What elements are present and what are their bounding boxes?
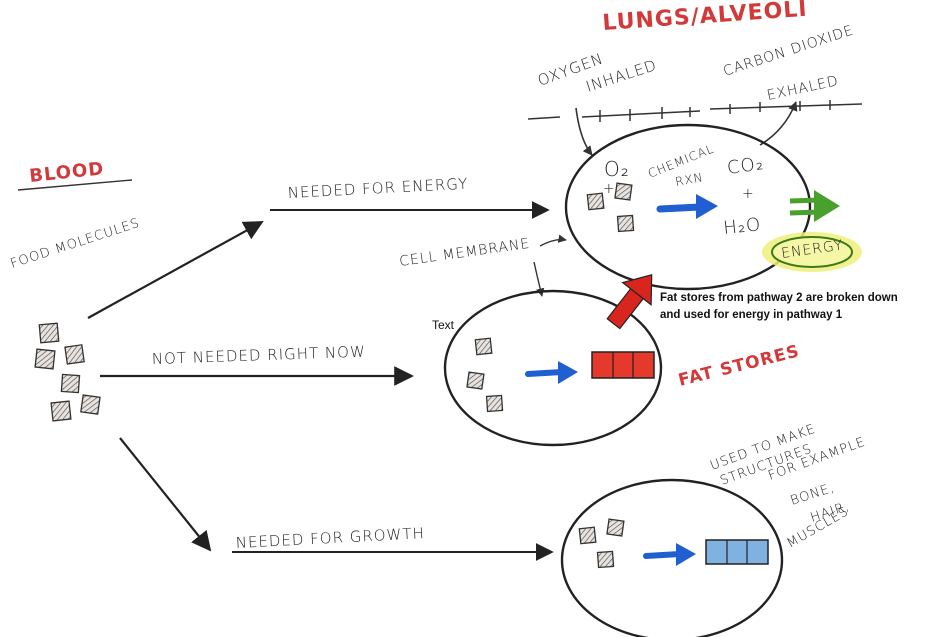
storage-cell — [443, 289, 663, 447]
food-molecule — [578, 526, 597, 545]
blood-underline — [17, 179, 133, 191]
growth-cell — [560, 478, 784, 637]
cell-membrane-label: CELL MEMBRANE — [398, 236, 531, 270]
food-molecule — [586, 192, 605, 211]
energy-pathway-label: NEEDED FOR ENERGY — [287, 175, 468, 202]
membrane-pointer-bottom — [533, 261, 545, 297]
energy-cell-molecules — [586, 182, 635, 233]
lungs-title: LUNGS/ALVEOLI — [602, 0, 809, 36]
food-molecules-label: FOOD MOLECULES — [9, 216, 142, 272]
energy-cell — [564, 123, 812, 291]
co2-out-arrow — [759, 101, 798, 146]
food-molecule — [34, 348, 56, 370]
reaction-plus-2: + — [742, 186, 755, 202]
growth-blue-arrow — [643, 543, 696, 566]
co2-label-line1: CARBON DIOXIDE — [721, 22, 856, 79]
structures-label: USED TO MAKE STRUCTURES FOR EXAMPLE BONE… — [708, 422, 867, 552]
membrane-pointer-top — [539, 234, 567, 247]
structure-block — [705, 539, 769, 565]
food-molecule — [38, 322, 60, 344]
reaction-h2o: H₂O — [722, 214, 762, 239]
food-molecule — [80, 394, 101, 415]
food-molecule — [614, 182, 633, 201]
co2-label-line2: EXHALED — [766, 73, 841, 104]
reaction-co2: CO₂ — [726, 153, 766, 179]
fat-block — [591, 351, 655, 379]
reaction-plus-1: + — [603, 181, 616, 197]
food-molecules-cluster — [34, 322, 101, 422]
food-molecule — [485, 394, 504, 413]
storage-cell-molecules — [466, 337, 504, 413]
storage-blue-arrow — [525, 361, 578, 384]
reaction-rxn-label: RXN — [674, 170, 705, 189]
fat-to-energy-arrow — [606, 273, 653, 330]
food-molecule — [596, 550, 615, 569]
energy-burst — [762, 232, 862, 272]
storage-pathway-label: NOT NEEDED RIGHT NOW — [152, 343, 367, 368]
food-molecule — [466, 371, 485, 390]
food-molecule — [616, 214, 635, 233]
energy-output-arrow — [789, 190, 840, 222]
food-molecule — [606, 518, 625, 537]
co2-label: CARBON DIOXIDE EXHALED — [721, 22, 856, 103]
reaction-blue-arrow — [656, 194, 718, 219]
food-molecule — [474, 337, 493, 356]
pathway-note-line1: Fat stores from pathway 2 are broken dow… — [660, 292, 898, 304]
growth-pathway-label: NEEDED FOR GROWTH — [235, 524, 425, 552]
oxygen-in-arrow — [575, 107, 593, 156]
energy-pathway-arrow — [87, 221, 264, 319]
pathway-note-line2: and used for energy in pathway 1 — [660, 309, 843, 321]
reaction-o2: O₂ — [604, 157, 630, 181]
fat-stores-label: FAT STORES — [676, 341, 801, 390]
food-molecule — [64, 344, 85, 365]
food-molecule — [60, 373, 81, 394]
lung-membrane-line — [527, 100, 863, 122]
food-molecule — [50, 400, 72, 422]
growth-pathway-arrow — [119, 437, 212, 552]
oxygen-label: OXYGEN INHALED — [535, 49, 659, 95]
growth-cell-molecules — [578, 518, 625, 569]
text-placeholder-label: Text — [432, 318, 455, 332]
